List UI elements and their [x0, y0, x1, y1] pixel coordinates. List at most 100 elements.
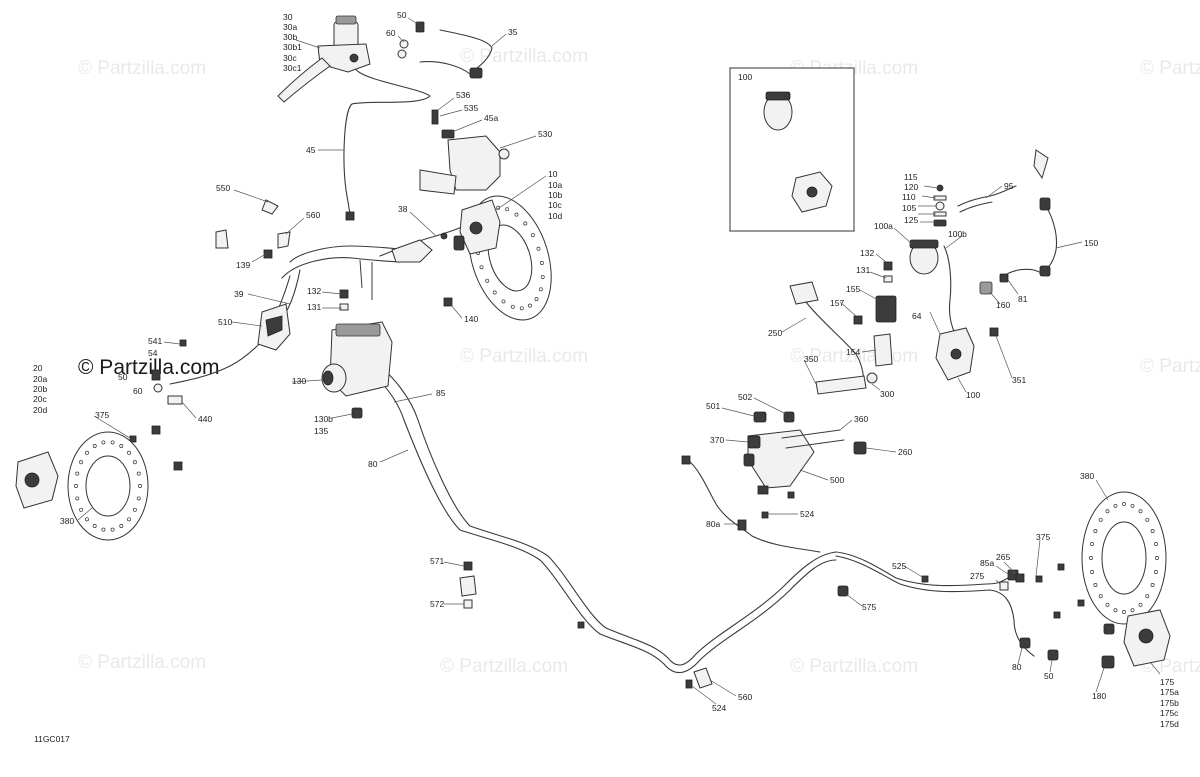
connector-150 [1039, 265, 1051, 277]
part-label: 30c1 [283, 63, 302, 73]
brake-line-rear-right [835, 555, 1035, 657]
abs-top [335, 323, 381, 337]
clips-left-top [215, 199, 291, 259]
watermark: © Partzilla.com [460, 46, 588, 67]
screw-375-r1 [1035, 575, 1043, 583]
part-label: 80a [706, 519, 720, 529]
part-label: 175d [1160, 719, 1179, 729]
part-label: 38 [398, 204, 408, 214]
fittings-mid [681, 455, 929, 597]
washer-110 [935, 201, 945, 211]
clip-550-a [215, 229, 229, 249]
mount-571 [459, 561, 585, 629]
disc-hole [539, 261, 544, 265]
brake-line-80 [367, 369, 837, 674]
pedal-pad-250 [789, 281, 819, 305]
clamp-bottom [685, 667, 713, 689]
sensor-81 [999, 273, 1009, 283]
bolt-571 [463, 561, 473, 571]
part-label: 20a [33, 374, 47, 384]
clip-510-insert [265, 315, 283, 337]
front-left-disc-hub [85, 455, 131, 517]
disc-hole [1113, 503, 1118, 508]
inset-frame [729, 67, 855, 232]
part-label: 100 [966, 390, 980, 400]
part-label: 20b [33, 384, 47, 394]
disc-hole [101, 440, 106, 445]
brake-line-80a [687, 459, 821, 553]
vent-hose-95b [959, 201, 993, 213]
screw-375-left [129, 435, 137, 443]
screw-375-r3 [1077, 599, 1085, 607]
washer-131-right [883, 275, 893, 283]
screw-524-mid [761, 511, 769, 519]
rear-right-disc-hub [1101, 521, 1147, 595]
disc-hole [119, 444, 124, 448]
disc-hole [1130, 503, 1135, 508]
reservoir-100a-cap [909, 239, 939, 249]
part-label: 54 [148, 348, 158, 358]
washer-275 [999, 581, 1009, 591]
part-label: 351 [1012, 375, 1026, 385]
clamp-571 [459, 575, 477, 597]
watermark: © Partzilla.com [440, 656, 568, 677]
washer-60 [399, 39, 409, 49]
front-right-brake [453, 195, 552, 321]
brake-line-45 [343, 67, 431, 215]
caliper-piston-icon [469, 221, 483, 235]
part-label: 120 [904, 182, 918, 192]
disc-hole [1150, 529, 1155, 533]
disc-hole [127, 450, 131, 455]
nut-left-b [173, 461, 183, 471]
part-label: 85a [980, 558, 994, 568]
disc-hole [501, 299, 506, 304]
screw-500 [787, 491, 795, 499]
disc-hole [530, 233, 535, 238]
disc-hole [1138, 602, 1143, 607]
disc-hole [75, 471, 80, 476]
brake-lever [277, 57, 331, 103]
hose-100b [943, 245, 957, 337]
disc-hole [485, 278, 490, 283]
bracket-530-body [447, 135, 501, 191]
disc-hole [79, 507, 84, 512]
part-label: 530 [538, 129, 552, 139]
part-label: 300 [880, 389, 894, 399]
part-label: 571 [430, 556, 444, 566]
clamp-body [391, 239, 433, 263]
part-label: 10b [548, 190, 562, 200]
part-label: 50 [1044, 671, 1054, 681]
disc-hole [136, 496, 141, 501]
part-label: 131 [307, 302, 321, 312]
bolt-360-a [781, 429, 841, 439]
part-label: 100a [874, 221, 893, 231]
fitting-80a [681, 455, 691, 465]
part-label: 50 [118, 372, 128, 382]
part-label: 100b [948, 229, 967, 239]
part-label: 155 [846, 284, 860, 294]
fitting-45 [345, 211, 355, 221]
part-label: 175 [1160, 677, 1174, 687]
part-label: 541 [148, 336, 162, 346]
part-label: 81 [1018, 294, 1028, 304]
disc-hole [523, 221, 528, 226]
part-label: 30a [283, 22, 297, 32]
bushing-300 [866, 372, 878, 384]
disc-hole [110, 527, 115, 532]
screw-541 [179, 339, 187, 347]
part-label: 100 [738, 72, 752, 82]
part-label: 157 [830, 298, 844, 308]
nut-260 [853, 441, 867, 455]
part-label: 30b1 [283, 42, 302, 52]
bolt-360-b [785, 439, 845, 449]
pivot-icon [950, 348, 962, 360]
disc-hole [1093, 583, 1098, 587]
nut-502 [783, 411, 795, 423]
caliper-piston-icon [24, 472, 40, 488]
brake-line-35 [419, 61, 471, 75]
part-label: 30c [283, 53, 297, 63]
part-label: 260 [898, 447, 912, 457]
disc-hole [505, 207, 510, 212]
clip-560 [277, 231, 291, 249]
brake-line-stub [359, 259, 363, 289]
